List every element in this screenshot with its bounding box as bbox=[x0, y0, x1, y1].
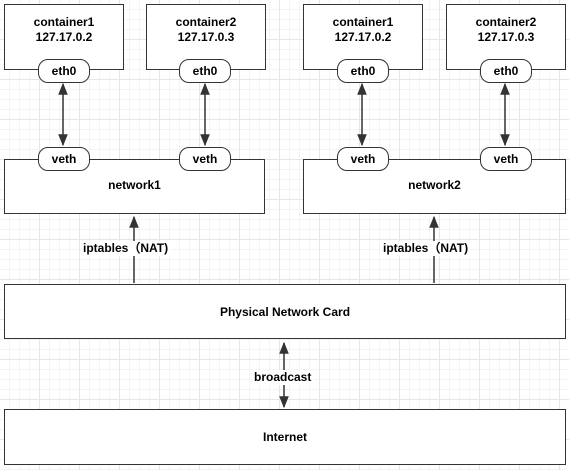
network-name: network1 bbox=[108, 178, 161, 192]
nat-label: iptables（NAT) bbox=[81, 241, 171, 256]
veth-interface: veth bbox=[480, 147, 532, 171]
eth0-interface: eth0 bbox=[480, 59, 532, 83]
container-ip: 127.17.0.3 bbox=[477, 30, 535, 44]
internet-label: Internet bbox=[262, 430, 307, 444]
eth0-interface: eth0 bbox=[38, 59, 90, 83]
nat-label: iptables（NAT) bbox=[381, 241, 471, 256]
container-ip: 127.17.0.2 bbox=[35, 30, 93, 44]
internet-box: Internet bbox=[4, 409, 566, 465]
container-name: container1 bbox=[332, 15, 394, 29]
eth0-interface: eth0 bbox=[179, 59, 231, 83]
veth-interface: veth bbox=[337, 147, 389, 171]
container-ip: 127.17.0.2 bbox=[334, 30, 392, 44]
eth0-interface: eth0 bbox=[337, 59, 389, 83]
container-ip: 127.17.0.3 bbox=[177, 30, 235, 44]
physical-network-card: Physical Network Card bbox=[4, 284, 566, 339]
veth-interface: veth bbox=[179, 147, 231, 171]
broadcast-label: broadcast bbox=[252, 370, 314, 385]
container-name: container2 bbox=[175, 15, 237, 29]
network-name: network2 bbox=[408, 178, 461, 192]
container-name: container1 bbox=[33, 15, 95, 29]
veth-interface: veth bbox=[38, 147, 90, 171]
physical-card-label: Physical Network Card bbox=[219, 304, 351, 319]
container-name: container2 bbox=[475, 15, 537, 29]
container-box-4: container2 127.17.0.3 bbox=[446, 4, 566, 70]
